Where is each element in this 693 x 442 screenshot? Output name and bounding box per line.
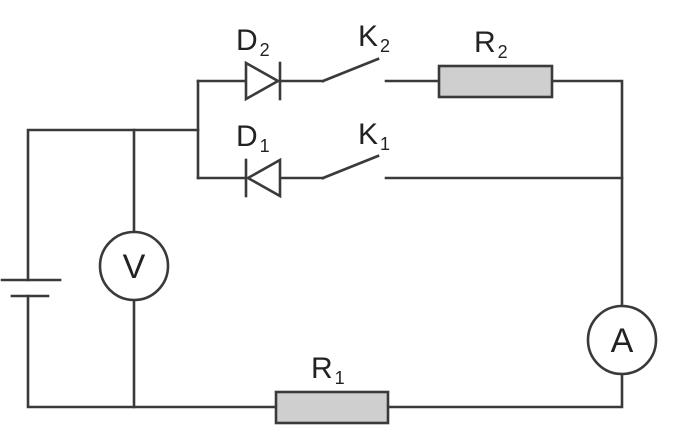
wire-battery-bottom [26, 294, 278, 409]
wire-battery-top [26, 128, 200, 282]
voltmeter: V [98, 230, 170, 302]
switch-k1-blade [321, 154, 380, 180]
resistor-r2-body [437, 64, 554, 99]
diode-d2-triangle [244, 60, 281, 102]
diode-d1-triangle [245, 157, 282, 199]
wire-r2-to-right [550, 79, 624, 320]
ammeter: A [586, 304, 658, 376]
wire-bottom-right [386, 366, 624, 409]
voltmeter-circle [98, 230, 170, 302]
battery [0, 278, 62, 298]
resistor-r1-body [274, 390, 390, 425]
voltmeter-label: V [123, 248, 146, 286]
switch-k2-blade [321, 57, 380, 83]
ammeter-label: A [611, 322, 634, 360]
ammeter-circle [586, 304, 658, 376]
wires [26, 79, 624, 409]
